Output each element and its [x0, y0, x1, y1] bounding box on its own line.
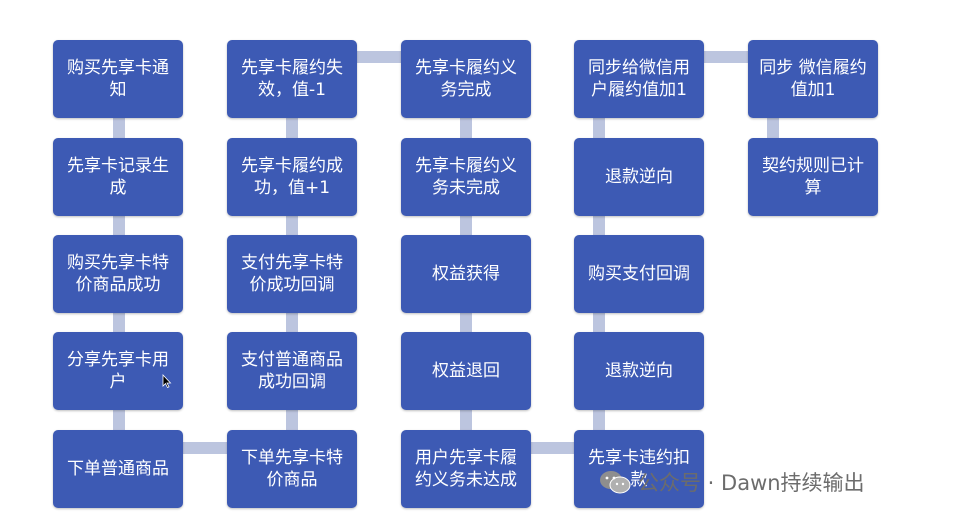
- node-c2r3: 支付先享卡特价成功回调: [227, 235, 357, 313]
- connector-c3-r4-r5: [460, 408, 472, 432]
- mouse-cursor-icon: [162, 374, 172, 388]
- connector-c1-r2-r3: [113, 214, 125, 236]
- node-c4r5: 先享卡违约扣款: [574, 430, 704, 508]
- connector-c1r5-c2r5: [180, 442, 230, 454]
- node-c1r5: 下单普通商品: [53, 430, 183, 508]
- node-c1r4: 分享先享卡用户: [53, 332, 183, 410]
- connector-c5-r1-r2: [767, 118, 779, 140]
- connector-c2-r3-r4: [286, 310, 298, 332]
- node-c2r5: 下单先享卡特价商品: [227, 430, 357, 508]
- connector-c2-r1-r2: [286, 118, 298, 140]
- connector-c3-r1-r2: [460, 118, 472, 140]
- node-c2r2: 先享卡履约成功，值+1: [227, 138, 357, 216]
- connector-c2r1-c3r1: [354, 51, 404, 63]
- watermark-text: 公众号 · Dawn持续输出: [638, 471, 865, 495]
- watermark: 公众号 · Dawn持续输出: [598, 466, 865, 498]
- node-c4r1: 同步给微信用户履约值加1: [574, 40, 704, 118]
- connector-c4-r4-r5: [593, 408, 605, 432]
- connector-c4r1-c5r1: [700, 51, 752, 63]
- connector-c4-r3-r4: [593, 310, 605, 332]
- node-c4r2: 退款逆向: [574, 138, 704, 216]
- connector-c1-r3-r4: [113, 310, 125, 332]
- connector-c2-r4-r5: [286, 408, 298, 432]
- node-c3r5: 用户先享卡履约义务未达成: [401, 430, 531, 508]
- node-c4r3: 购买支付回调: [574, 235, 704, 313]
- node-c2r4: 支付普通商品成功回调: [227, 332, 357, 410]
- node-c1r1: 购买先享卡通知: [53, 40, 183, 118]
- node-c1r2: 先享卡记录生成: [53, 138, 183, 216]
- connector-c3r5-c4r5: [528, 442, 578, 454]
- node-c3r3: 权益获得: [401, 235, 531, 313]
- node-c5r1: 同步 微信履约值加1: [748, 40, 878, 118]
- node-c2r1: 先享卡履约失效，值-1: [227, 40, 357, 118]
- connector-c1-r4-r5: [113, 408, 125, 432]
- node-c3r1: 先享卡履约义务完成: [401, 40, 531, 118]
- node-c3r4: 权益退回: [401, 332, 531, 410]
- connector-c3-r3-r4: [460, 310, 472, 332]
- connector-c4-r2-r3: [593, 214, 605, 236]
- connector-c4-r1-r2: [593, 118, 605, 140]
- node-c4r4: 退款逆向: [574, 332, 704, 410]
- wechat-icon: [600, 471, 631, 494]
- connector-c3-r2-r3: [460, 214, 472, 236]
- node-c5r2: 契约规则已计算: [748, 138, 878, 216]
- node-c1r3: 购买先享卡特价商品成功: [53, 235, 183, 313]
- node-c3r2: 先享卡履约义务未完成: [401, 138, 531, 216]
- connector-c2-r2-r3: [286, 214, 298, 236]
- connector-c1-r1-r2: [113, 118, 125, 140]
